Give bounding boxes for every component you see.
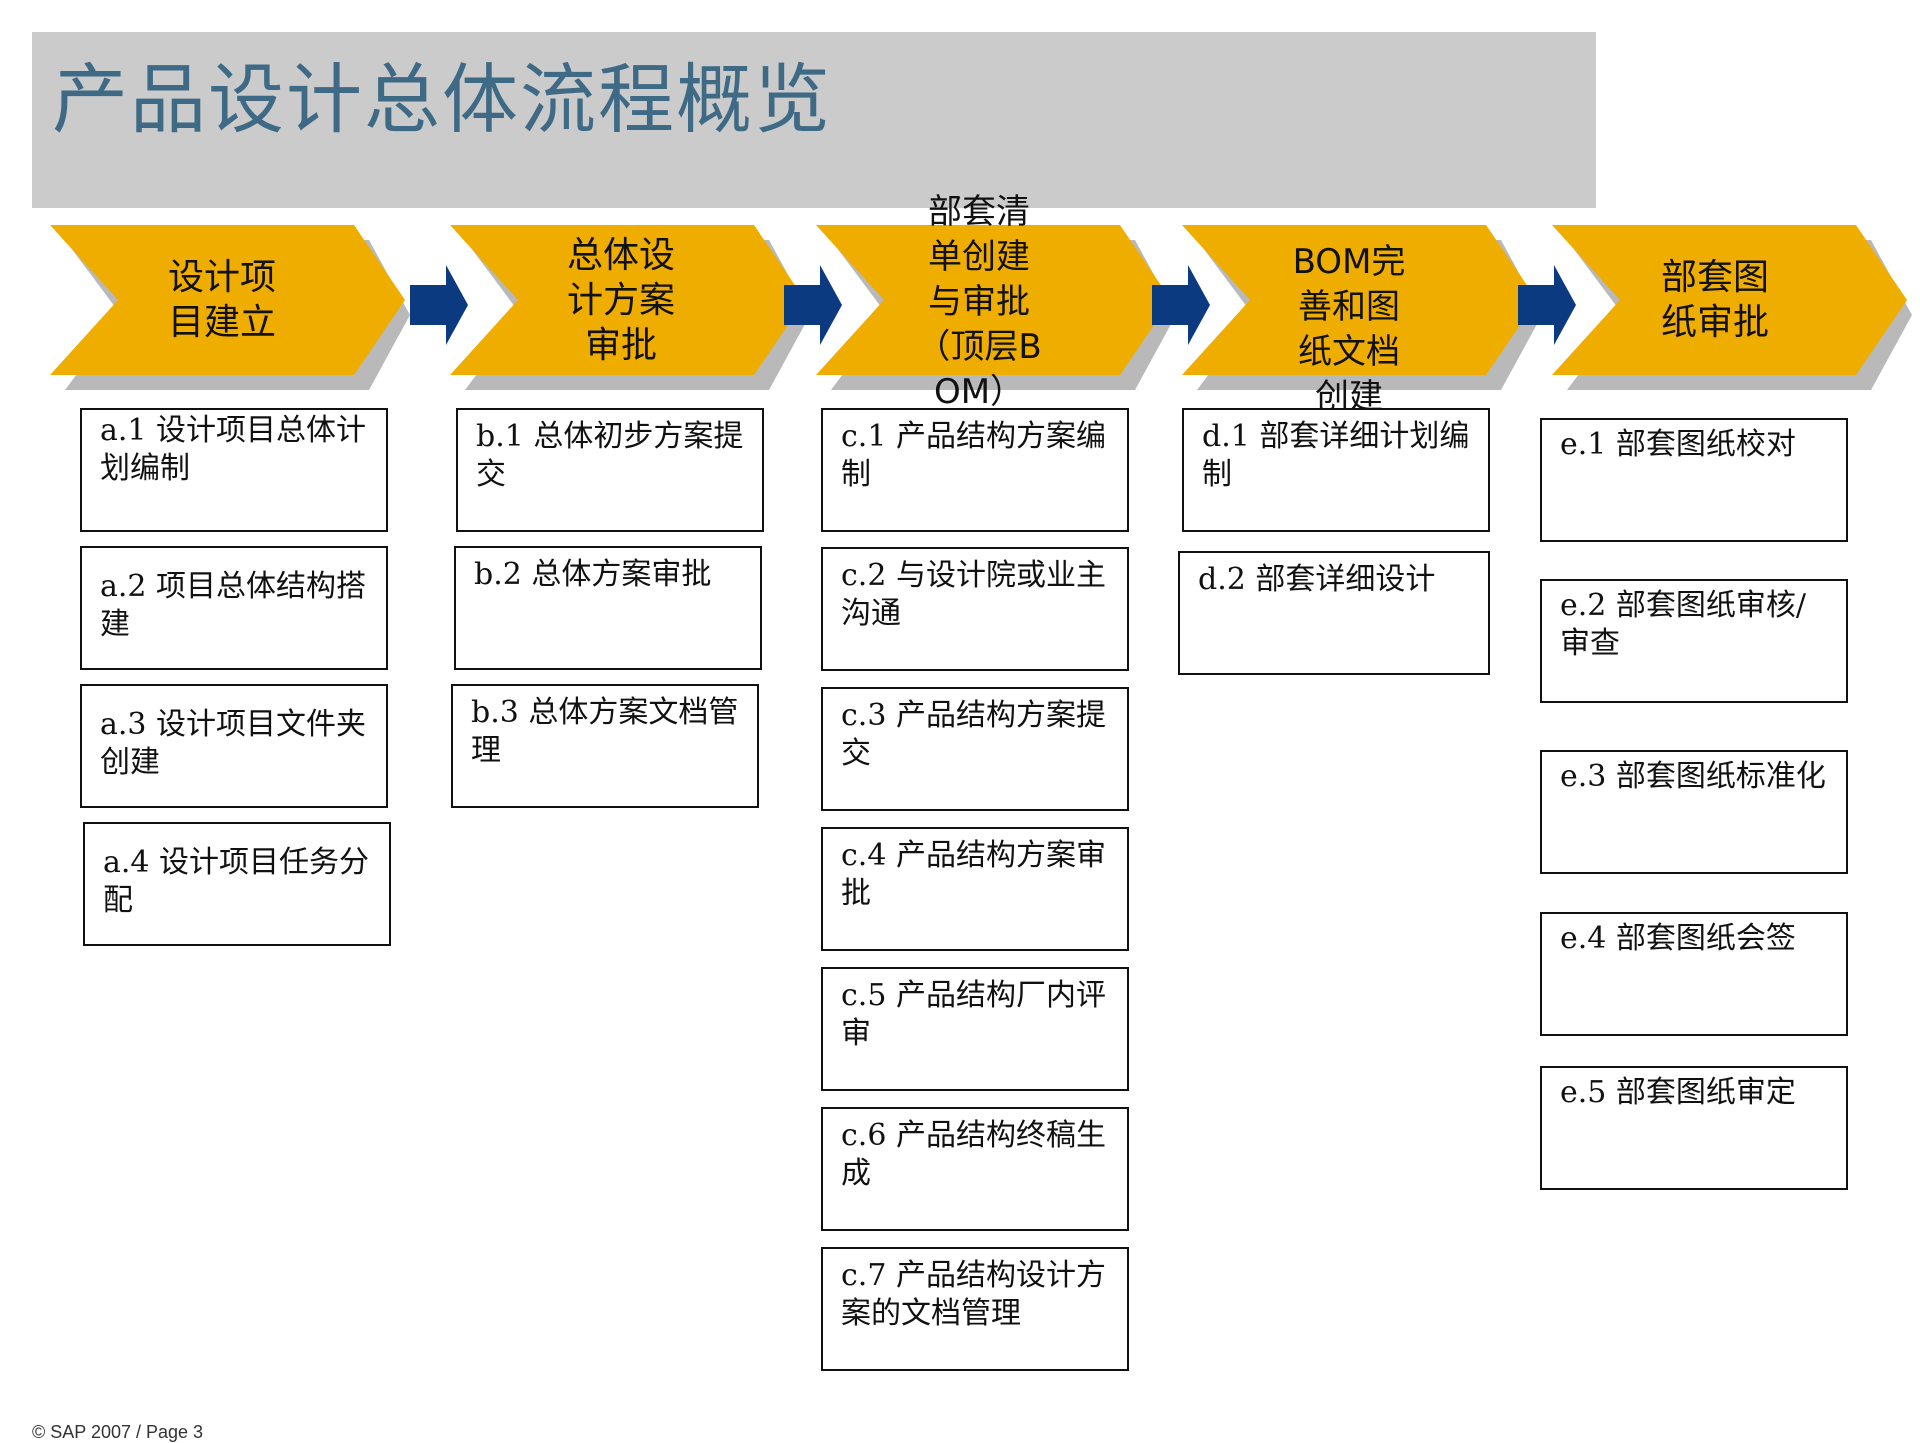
- step-text: a.4 设计项目任务分配: [103, 845, 370, 918]
- step-text: c.4 产品结构方案审批: [841, 838, 1106, 911]
- chevron-arrow-shape: [450, 225, 810, 390]
- step-box-c6: c.6 产品结构终稿生成: [821, 1107, 1129, 1231]
- step-text: d.2 部套详细设计: [1198, 562, 1436, 597]
- step-text: e.5 部套图纸审定: [1560, 1075, 1796, 1110]
- step-box-e2: e.2 部套图纸审核/审查: [1540, 579, 1848, 703]
- step-text: e.1 部套图纸校对: [1560, 427, 1796, 462]
- step-box-c7: c.7 产品结构设计方案的文档管理: [821, 1247, 1129, 1371]
- page-title: 产品设计总体流程概览: [52, 55, 832, 144]
- chevron-arrow-shape: [50, 225, 410, 390]
- phase-label-c: 部套清单创建与审批（顶层BOM）: [916, 192, 1042, 412]
- step-box-a4: a.4 设计项目任务分配: [83, 822, 391, 946]
- step-text: d.1 部套详细计划编制: [1202, 419, 1470, 492]
- step-text: b.2 总体方案审批: [474, 557, 712, 592]
- step-text: a.2 项目总体结构搭建: [100, 569, 367, 642]
- step-box-c5: c.5 产品结构厂内评审: [821, 967, 1129, 1091]
- chevron-arrow-shape: [1552, 225, 1912, 390]
- step-box-b3: b.3 总体方案文档管理: [451, 684, 759, 808]
- connector-arrow-icon: [784, 265, 842, 345]
- phase-chevron-c: 部套清单创建与审批（顶层BOM）: [816, 192, 1176, 412]
- chevron-arrow-shape: [816, 225, 1176, 390]
- chevron-arrow-shape: [1182, 225, 1542, 390]
- title-bar: [32, 32, 1596, 208]
- step-box-e5: e.5 部套图纸审定: [1540, 1066, 1848, 1190]
- phase-chevron-e: 部套图纸审批: [1552, 225, 1912, 390]
- step-text: a.1 设计项目总体计划编制: [100, 413, 367, 486]
- phase-chevron-d: BOM完善和图纸文档创建: [1182, 225, 1542, 417]
- step-text: e.3 部套图纸标准化: [1560, 759, 1826, 794]
- step-text: e.2 部套图纸审核/审查: [1560, 588, 1807, 661]
- step-text: a.3 设计项目文件夹创建: [100, 707, 367, 780]
- step-text: e.4 部套图纸会签: [1560, 921, 1796, 956]
- step-box-a2: a.2 项目总体结构搭建: [80, 546, 388, 670]
- step-box-e3: e.3 部套图纸标准化: [1540, 750, 1848, 874]
- step-box-e4: e.4 部套图纸会签: [1540, 912, 1848, 1036]
- step-box-c3: c.3 产品结构方案提交: [821, 687, 1129, 811]
- step-text: c.7 产品结构设计方案的文档管理: [841, 1258, 1106, 1331]
- step-text: b.1 总体初步方案提交: [476, 419, 744, 492]
- step-box-c1: c.1 产品结构方案编制: [821, 408, 1129, 532]
- footer-copyright: © SAP 2007 / Page 3: [32, 1422, 204, 1442]
- step-box-b1: b.1 总体初步方案提交: [456, 408, 764, 532]
- phase-chevron-a: 设计项目建立: [50, 225, 410, 390]
- phase-label-e: 部套图纸审批: [1660, 257, 1769, 343]
- step-box-c2: c.2 与设计院或业主沟通: [821, 547, 1129, 671]
- connector-arrow-icon: [1152, 265, 1210, 345]
- step-box-e1: e.1 部套图纸校对: [1540, 418, 1848, 542]
- step-box-c4: c.4 产品结构方案审批: [821, 827, 1129, 951]
- phase-label-b: 总体设计方案审批: [566, 234, 675, 366]
- step-text: c.3 产品结构方案提交: [841, 698, 1106, 771]
- step-box-d1: d.1 部套详细计划编制: [1182, 408, 1490, 532]
- step-box-d2: d.2 部套详细设计: [1178, 551, 1490, 675]
- step-text: c.1 产品结构方案编制: [841, 419, 1106, 492]
- phase-chevron-b: 总体设计方案审批: [450, 225, 810, 390]
- step-box-a3: a.3 设计项目文件夹创建: [80, 684, 388, 808]
- step-text: c.5 产品结构厂内评审: [841, 978, 1106, 1051]
- step-text: b.3 总体方案文档管理: [471, 695, 739, 768]
- step-box-a1: a.1 设计项目总体计划编制: [80, 408, 388, 532]
- step-text: c.6 产品结构终稿生成: [841, 1118, 1106, 1191]
- connector-arrow-icon: [410, 265, 468, 345]
- phase-label-a: 设计项目建立: [167, 257, 276, 343]
- step-text: c.2 与设计院或业主沟通: [841, 558, 1106, 631]
- step-box-b2: b.2 总体方案审批: [454, 546, 762, 670]
- connector-arrow-icon: [1518, 265, 1576, 345]
